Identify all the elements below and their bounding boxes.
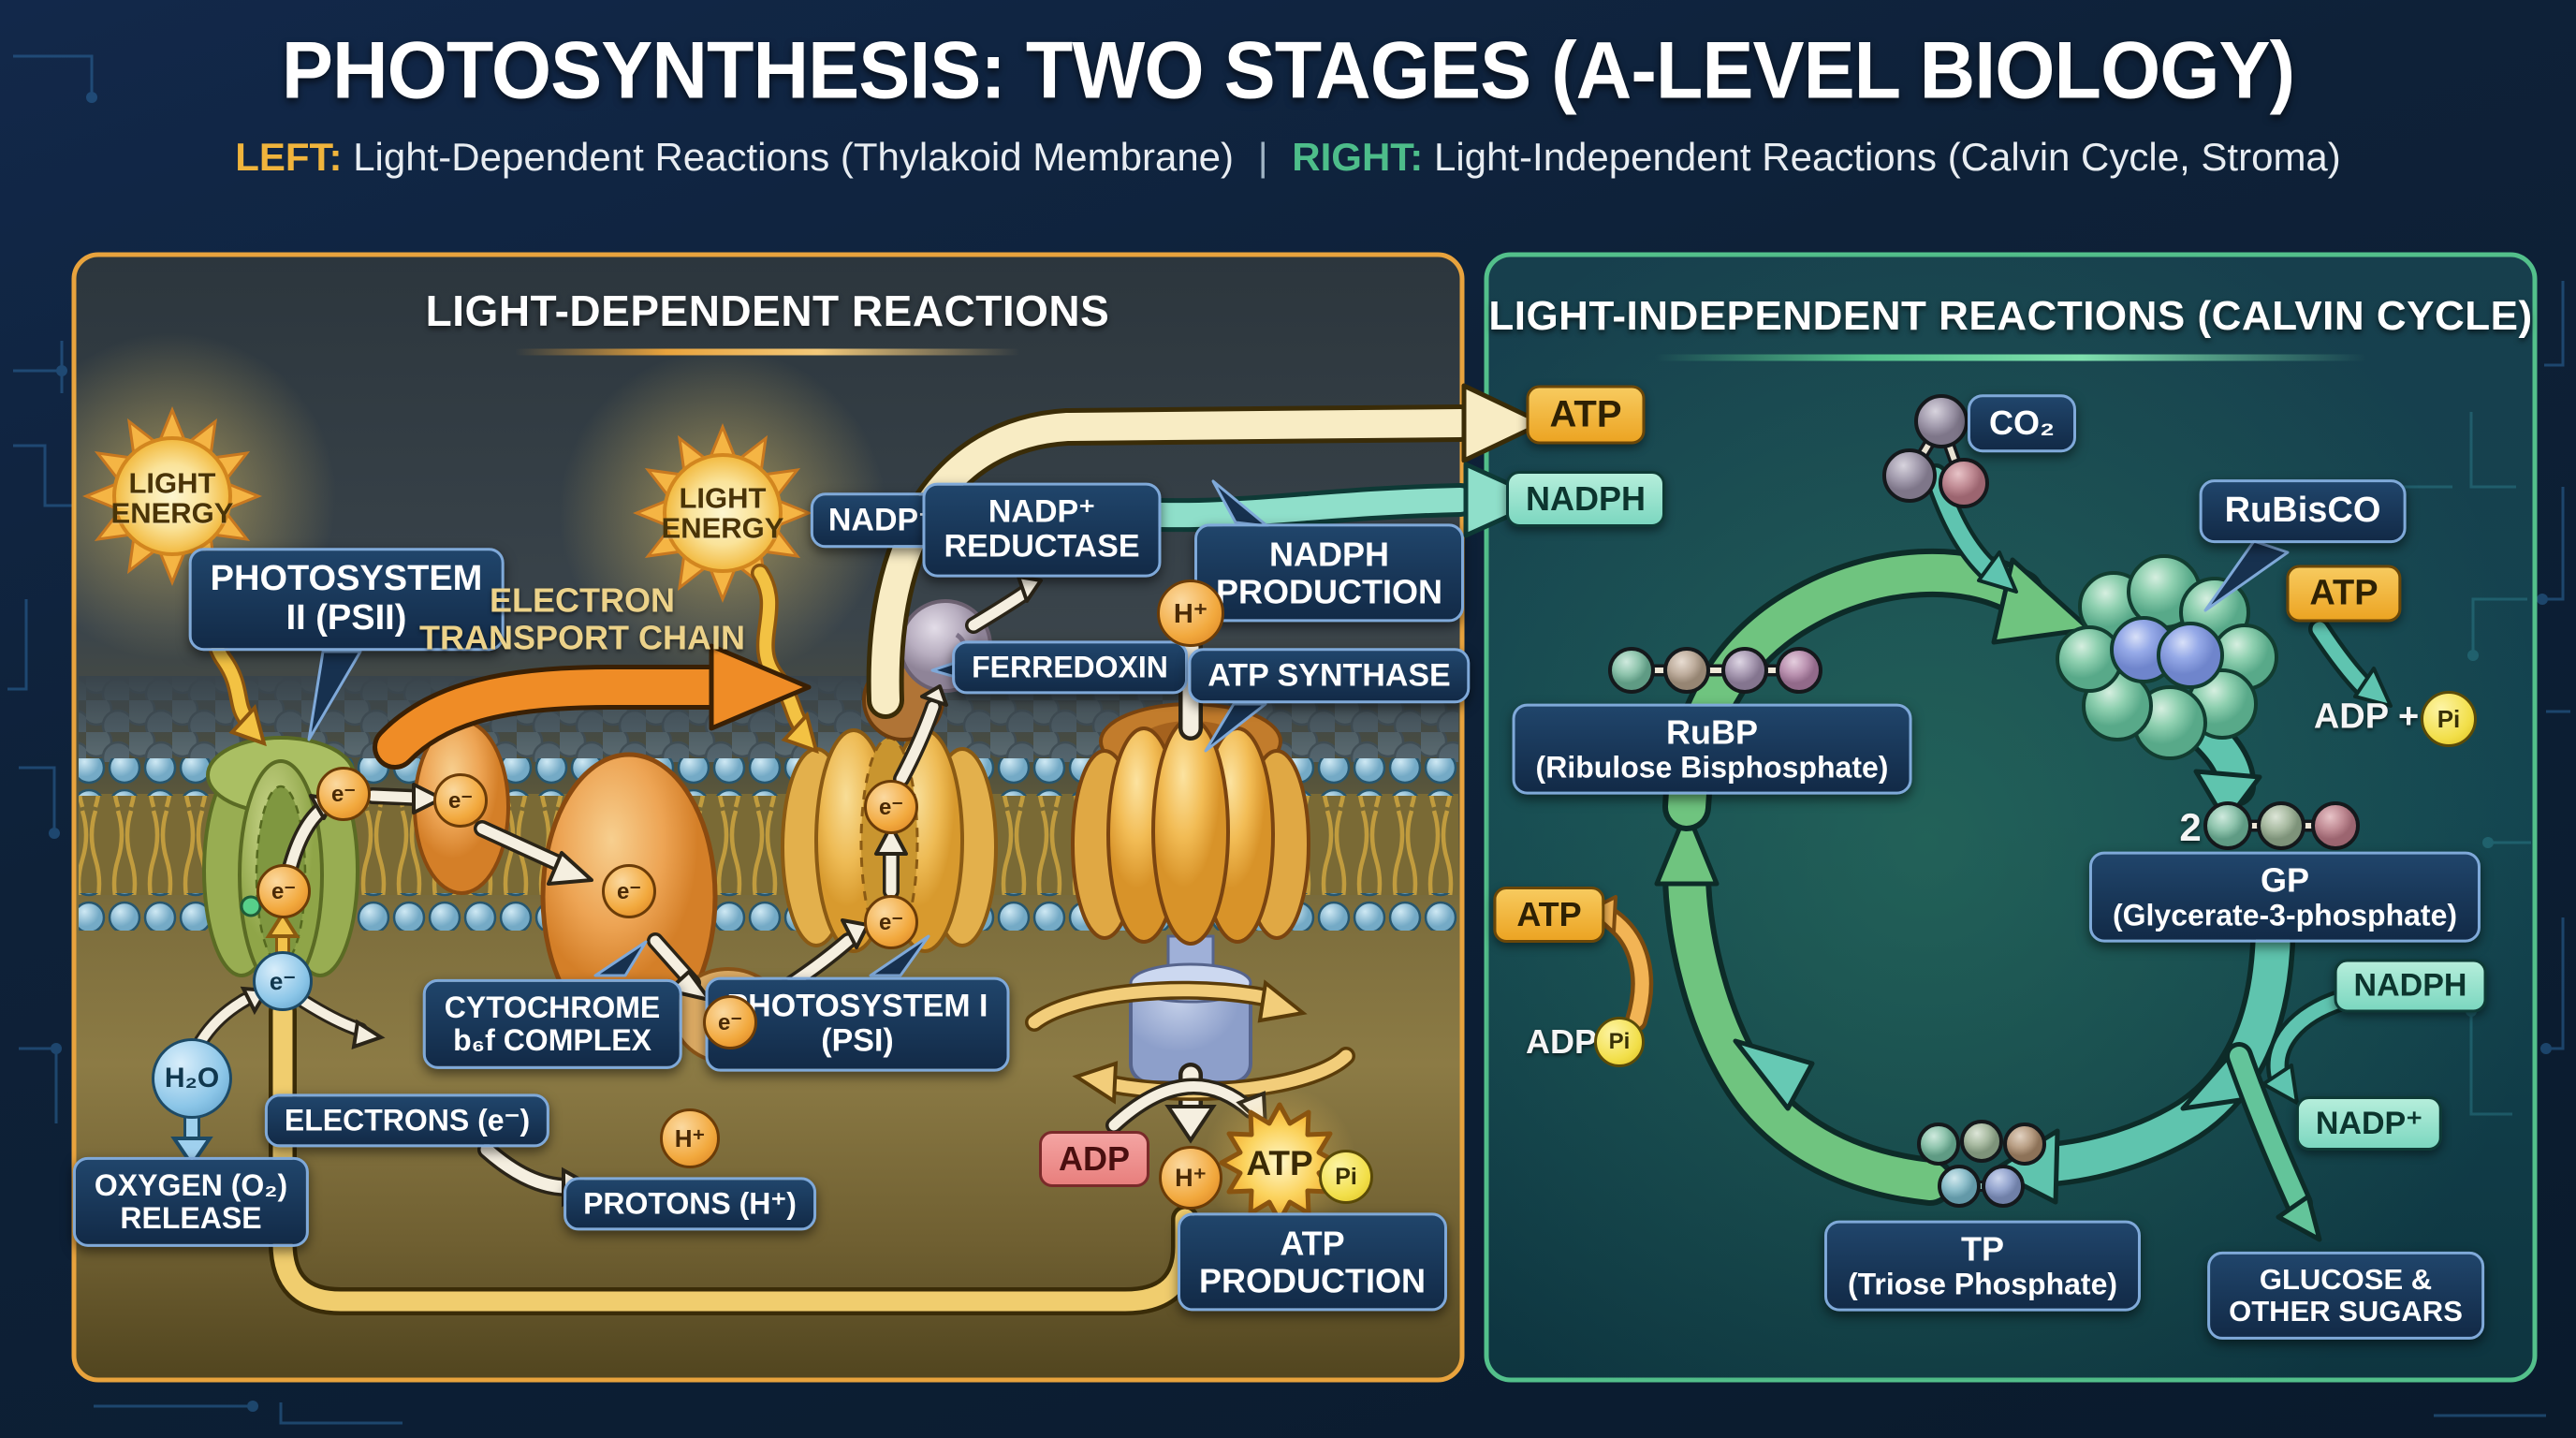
tp-label: TP(Triose Phosphate) bbox=[1823, 1220, 2142, 1312]
legend: LEFT: Light-Dependent Reactions (Thylako… bbox=[235, 135, 2341, 180]
rubisco-label: RuBisCO bbox=[2199, 479, 2407, 543]
electron-circle: e⁻ bbox=[864, 895, 918, 949]
co2-label: CO₂ bbox=[1968, 394, 2076, 452]
legend-left-label: LEFT: bbox=[235, 135, 343, 179]
atp-star-label: ATP bbox=[1246, 1144, 1313, 1182]
legend-left-text: Light-Dependent Reactions (Thylakoid Mem… bbox=[353, 135, 1235, 179]
atp-synthase-protein bbox=[1071, 702, 1310, 1084]
left-title-underline bbox=[515, 348, 1020, 356]
page-title: PHOTOSYNTHESIS: TWO STAGES (A-LEVEL BIOL… bbox=[281, 25, 2295, 116]
atp-output-badge: ATP bbox=[1526, 385, 1646, 445]
atp-input-badge: ATP bbox=[2286, 565, 2402, 623]
proton-circle-top: H⁺ bbox=[1157, 580, 1224, 647]
atp-synthase-label: ATP SYNTHASE bbox=[1188, 648, 1471, 704]
pi-circle: Pi bbox=[1319, 1150, 1373, 1204]
protons-label: PROTONS (H⁺) bbox=[564, 1177, 816, 1231]
right-title-underline bbox=[1655, 354, 2366, 361]
legend-right-text: Light-Independent Reactions (Calvin Cycl… bbox=[1433, 135, 2341, 179]
legend-divider: | bbox=[1257, 135, 1268, 179]
electron-circle: e⁻ bbox=[602, 864, 656, 918]
electron-circle: e⁻ bbox=[864, 780, 918, 834]
electron-circle: e⁻ bbox=[433, 773, 488, 828]
nadph-output-badge: NADPH bbox=[1505, 471, 1666, 527]
pi-circle-right: Pi bbox=[2421, 691, 2477, 747]
water-circle: H₂O bbox=[152, 1038, 232, 1119]
legend-right-label: RIGHT: bbox=[1292, 135, 1424, 179]
light-arrow-psi bbox=[751, 564, 819, 755]
left-panel-title: LIGHT-DEPENDENT REACTIONS bbox=[425, 286, 1110, 335]
proton-circle-mid: H⁺ bbox=[660, 1108, 720, 1168]
gp-coefficient: 2 bbox=[2179, 805, 2202, 849]
electron-circle-water: e⁻ bbox=[253, 951, 313, 1011]
gp-label: GP(Glycerate-3-phosphate) bbox=[2088, 851, 2481, 943]
co2-molecule bbox=[1882, 394, 1989, 508]
etc-arrow bbox=[373, 643, 812, 770]
ferredoxin-label: FERREDOXIN bbox=[952, 640, 1188, 695]
rubp-label: RuBP(Ribulose Bisphosphate) bbox=[1512, 703, 1912, 795]
adp-pi-label: ADP + bbox=[2313, 697, 2420, 737]
pi-circle-regen: Pi bbox=[1594, 1017, 1645, 1067]
circuit-decoration bbox=[7, 54, 2570, 1425]
nadph-badge-right: NADPH bbox=[2334, 959, 2487, 1013]
right-panel-title: LIGHT-INDEPENDENT REACTIONS (CALVIN CYCL… bbox=[1488, 293, 2533, 339]
glucose-label: GLUCOSE &OTHER SUGARS bbox=[2207, 1251, 2484, 1341]
electrons-label: ELECTRONS (e⁻) bbox=[264, 1093, 550, 1148]
nadp-badge-right: NADP⁺ bbox=[2295, 1096, 2443, 1151]
rubp-molecule bbox=[1608, 647, 1822, 694]
electron-circle: e⁻ bbox=[703, 995, 757, 1049]
atp-regen-badge: ATP bbox=[1493, 887, 1605, 943]
electron-circle: e⁻ bbox=[256, 864, 311, 918]
oxygen-release-label: OXYGEN (O₂)RELEASE bbox=[72, 1156, 310, 1248]
tp-molecule bbox=[1917, 1120, 2046, 1208]
nadph-output-arrow bbox=[1144, 462, 1547, 538]
electron-circle: e⁻ bbox=[316, 767, 371, 821]
adp-badge: ADP bbox=[1038, 1131, 1150, 1187]
nadp-reductase-label: NADP⁺REDUCTASE bbox=[922, 482, 1162, 578]
gp-molecule bbox=[2203, 801, 2360, 850]
adp-regen-label: ADP bbox=[1525, 1022, 1598, 1061]
proton-circle-bottom: H⁺ bbox=[1159, 1146, 1222, 1210]
rubisco-enzyme bbox=[2056, 554, 2278, 760]
